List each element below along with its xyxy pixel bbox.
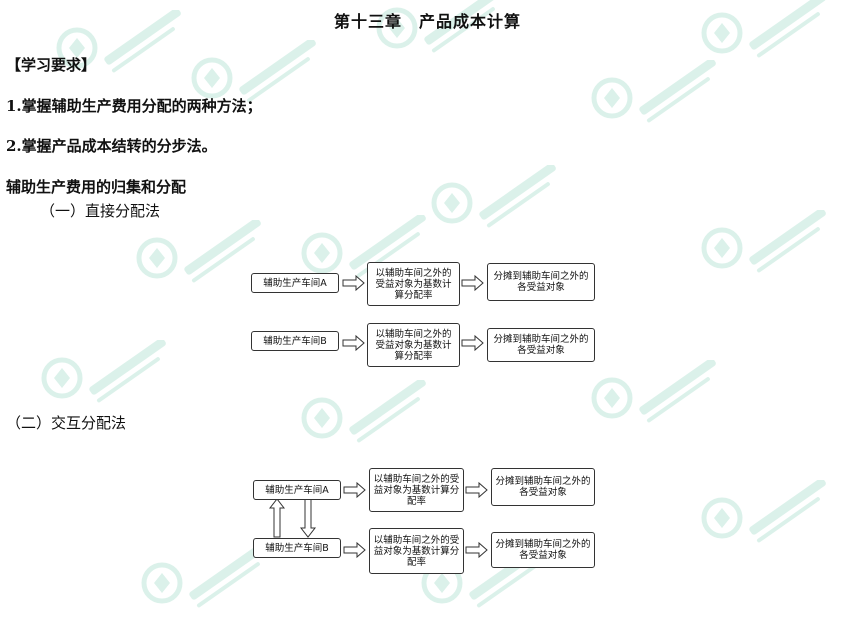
source-box-b: 辅助生产车间B bbox=[251, 331, 339, 351]
basis-box: 以辅助车间之外的受益对象为基数计算分配率 bbox=[367, 323, 460, 367]
up-arrow-icon bbox=[268, 498, 286, 538]
requirement-item-2: 2.掌握产品成本结转的分步法。 bbox=[6, 137, 217, 155]
arrow-icon bbox=[343, 482, 366, 498]
result-box: 分摊到辅助车间之外的各受益对象 bbox=[487, 263, 595, 301]
requirements-heading: 【学习要求】 bbox=[6, 56, 97, 74]
arrow-icon bbox=[465, 542, 488, 558]
result-box: 分摊到辅助车间之外的各受益对象 bbox=[487, 328, 595, 362]
arrow-icon bbox=[465, 482, 488, 498]
basis-box: 以辅助车间之外的受益对象为基数计算分配率 bbox=[369, 528, 464, 574]
basis-box: 以辅助车间之外的受益对象为基数计算分配率 bbox=[367, 262, 460, 306]
arrow-icon bbox=[461, 335, 484, 351]
arrow-icon bbox=[342, 275, 365, 291]
source-box-b: 辅助生产车间B bbox=[253, 538, 341, 558]
source-box-a: 辅助生产车间A bbox=[251, 273, 339, 293]
basis-box: 以辅助车间之外的受益对象为基数计算分配率 bbox=[369, 468, 464, 512]
down-arrow-icon bbox=[299, 498, 317, 538]
arrow-icon bbox=[461, 275, 484, 291]
result-box: 分摊到辅助车间之外的各受益对象 bbox=[491, 532, 595, 568]
method-heading-reciprocal: （二）交互分配法 bbox=[6, 414, 127, 432]
method-heading-direct: （一）直接分配法 bbox=[40, 202, 161, 220]
source-box-a: 辅助生产车间A bbox=[253, 480, 341, 500]
section-heading: 辅助生产费用的归集和分配 bbox=[6, 178, 187, 196]
arrow-icon bbox=[342, 335, 365, 351]
requirement-item-1: 1.掌握辅助生产费用分配的两种方法； bbox=[6, 97, 262, 115]
chapter-title: 第十三章 产品成本计算 bbox=[333, 12, 521, 31]
result-box: 分摊到辅助车间之外的各受益对象 bbox=[491, 468, 595, 506]
flow-arrows bbox=[268, 275, 488, 558]
arrow-icon bbox=[343, 542, 366, 558]
